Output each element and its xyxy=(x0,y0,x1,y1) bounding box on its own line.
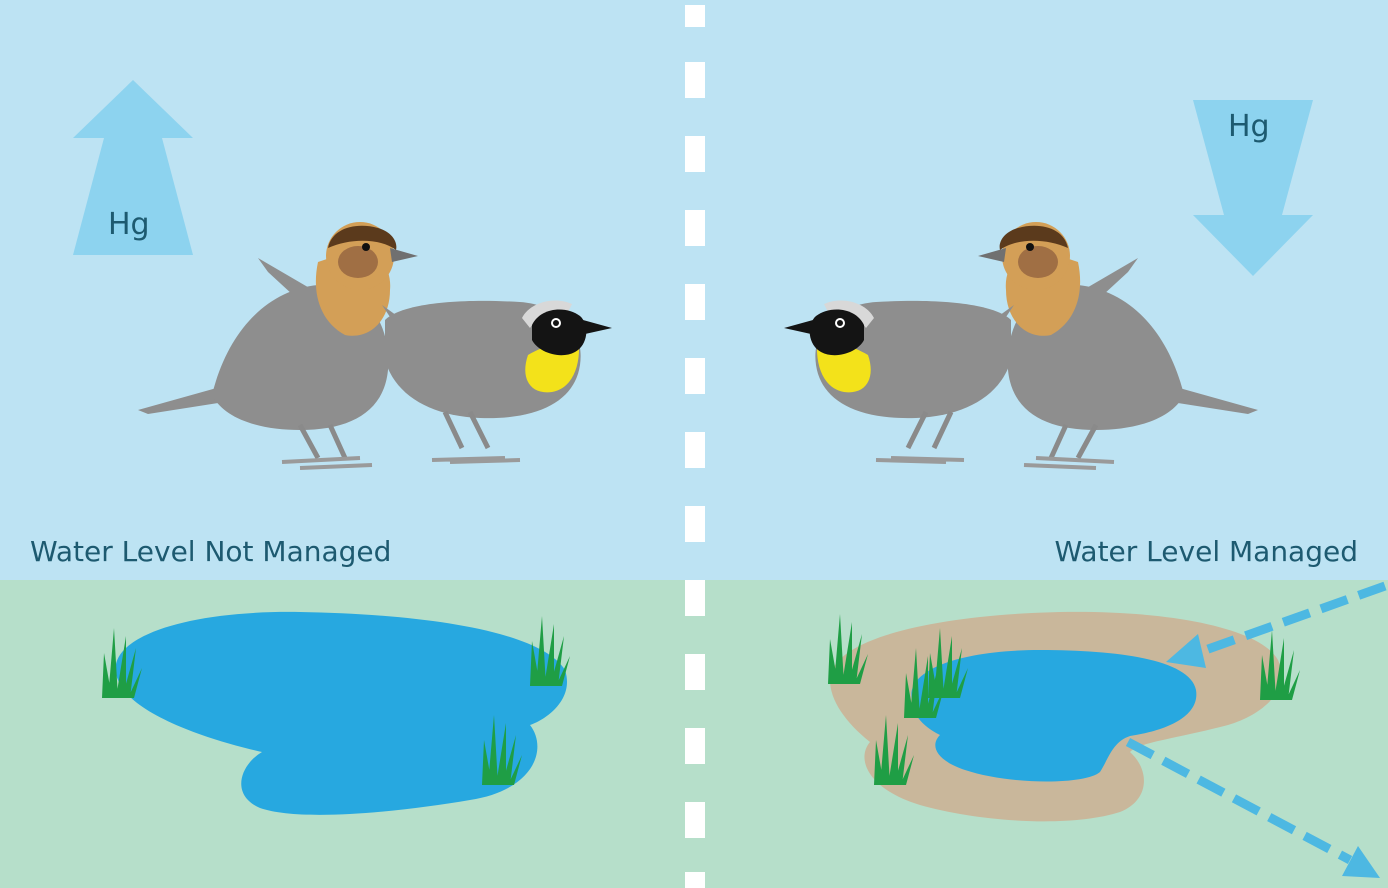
caption-managed: Water Level Managed xyxy=(1055,535,1358,569)
hg-label-left: Hg xyxy=(108,208,150,242)
hg-label-right: Hg xyxy=(1228,110,1270,144)
caption-not-managed: Water Level Not Managed xyxy=(30,535,391,569)
center-divider xyxy=(685,5,705,888)
